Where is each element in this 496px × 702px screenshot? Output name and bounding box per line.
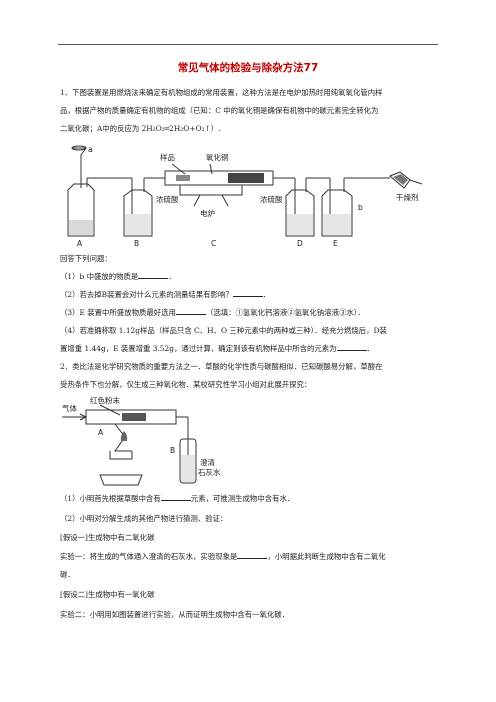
label-limewater-2: 石灰水 xyxy=(198,467,221,477)
q2-exp1: 实验一：将生成的气体通入澄清的石灰水，实验现象是，小明据此判断生成物中含有二氧化 xyxy=(60,552,386,561)
label-A: A xyxy=(77,239,83,248)
label-conc-h2so4-left: 浓硫酸 xyxy=(156,194,179,204)
page-title: 常见气体的检验与除杂方法77 xyxy=(177,62,319,74)
label-conc-h2so4-right: 浓硫酸 xyxy=(260,194,283,204)
q1-sub3: （3）E 装置中所盛放物质最好选用（选填：①氢氧化钙溶液②氢氧化钠溶液③水）． xyxy=(60,308,365,317)
q2-intro-line-1: 2、类比法是化学研究物质的重要方法之一．草酸的化学性质与碳酸相似．已知碳酸易分解… xyxy=(60,362,383,371)
q1-intro-line-3: 二氧化碳；A中的反应为 2H₂O₂═2H₂O+O₂↑）. xyxy=(60,124,221,133)
label-E: E xyxy=(333,239,338,248)
label-red-powder: 红色粉末 xyxy=(90,395,120,405)
q2-hyp1: [假设一]生成物中有二氧化碳 xyxy=(60,533,155,542)
label-C: C xyxy=(211,239,216,248)
label-A-2: A xyxy=(98,428,104,437)
label-b: b xyxy=(358,203,363,212)
label-a: a xyxy=(88,145,93,154)
label-D: D xyxy=(297,239,303,248)
label-B-2: B xyxy=(170,446,175,455)
q1-sub4-line-1: （4）若准确称取 1.12g样品（样品只含 C、H、O 三种元素中的两种或三种）… xyxy=(60,326,387,335)
header-rule xyxy=(58,44,438,45)
label-limewater-1: 澄清 xyxy=(200,457,215,467)
label-gas: 气体 xyxy=(62,403,77,413)
q1-intro-line-1: 1、下图装置是用燃烧法来确定有机物组成的常用装置，这种方法是在电炉加热时用纯氧氧… xyxy=(60,88,383,97)
q2-exp2: 实验二：小明用如图装置进行实验，从而证明生成物中含有一氧化碳． xyxy=(60,610,290,619)
label-B: B xyxy=(134,239,139,248)
q2-intro-line-2: 受热条件下也分解，仅生成三种氧化物．某校研究性学习小组对此展开探究： xyxy=(60,380,312,389)
label-desiccant: 干燥剂 xyxy=(396,192,419,202)
q2-hyp2: [假设二]生成物中有一氧化碳 xyxy=(60,590,155,599)
q1-sub4-line-2: 置增重 1.44g，E 装置增重 3.52g，通过计算，确定则该有机物样品中所含… xyxy=(60,344,374,353)
oxalic-acid-apparatus-figure: 红色粉末 气体 A B 澄清 石灰水 xyxy=(60,393,240,493)
label-furnace: 电炉 xyxy=(200,208,215,218)
q2-exp1-line-2: 碳． xyxy=(60,570,75,579)
q1-sub1: （1）b 中盛放的物质是． xyxy=(60,272,176,281)
q1-sub2: （2）若去掉B装置会对什么元素的测量结果有影响？． xyxy=(60,290,271,299)
label-cuo: 氧化铜 xyxy=(206,152,229,162)
q2-sub2: （2）小明对分解生成的其他产物进行猜测、验证： xyxy=(60,514,228,523)
q2-sub1: （1）小明首先根据草酸中含有元素，可推测生成物中含有水． xyxy=(60,494,295,503)
label-sample: 样品 xyxy=(160,152,175,162)
q1-intro-line-2: 品，根据产物的质量确定有机物的组成（已知：C 中的氧化铜是确保有机物中的碳元素完… xyxy=(60,106,379,115)
combustion-apparatus-figure: a 样品 氧化铜 浓硫酸 电炉 浓硫酸 b 干燥剂 A B C D E xyxy=(60,140,440,250)
q1-answer-prompt: 回答下列问题： xyxy=(60,254,112,263)
